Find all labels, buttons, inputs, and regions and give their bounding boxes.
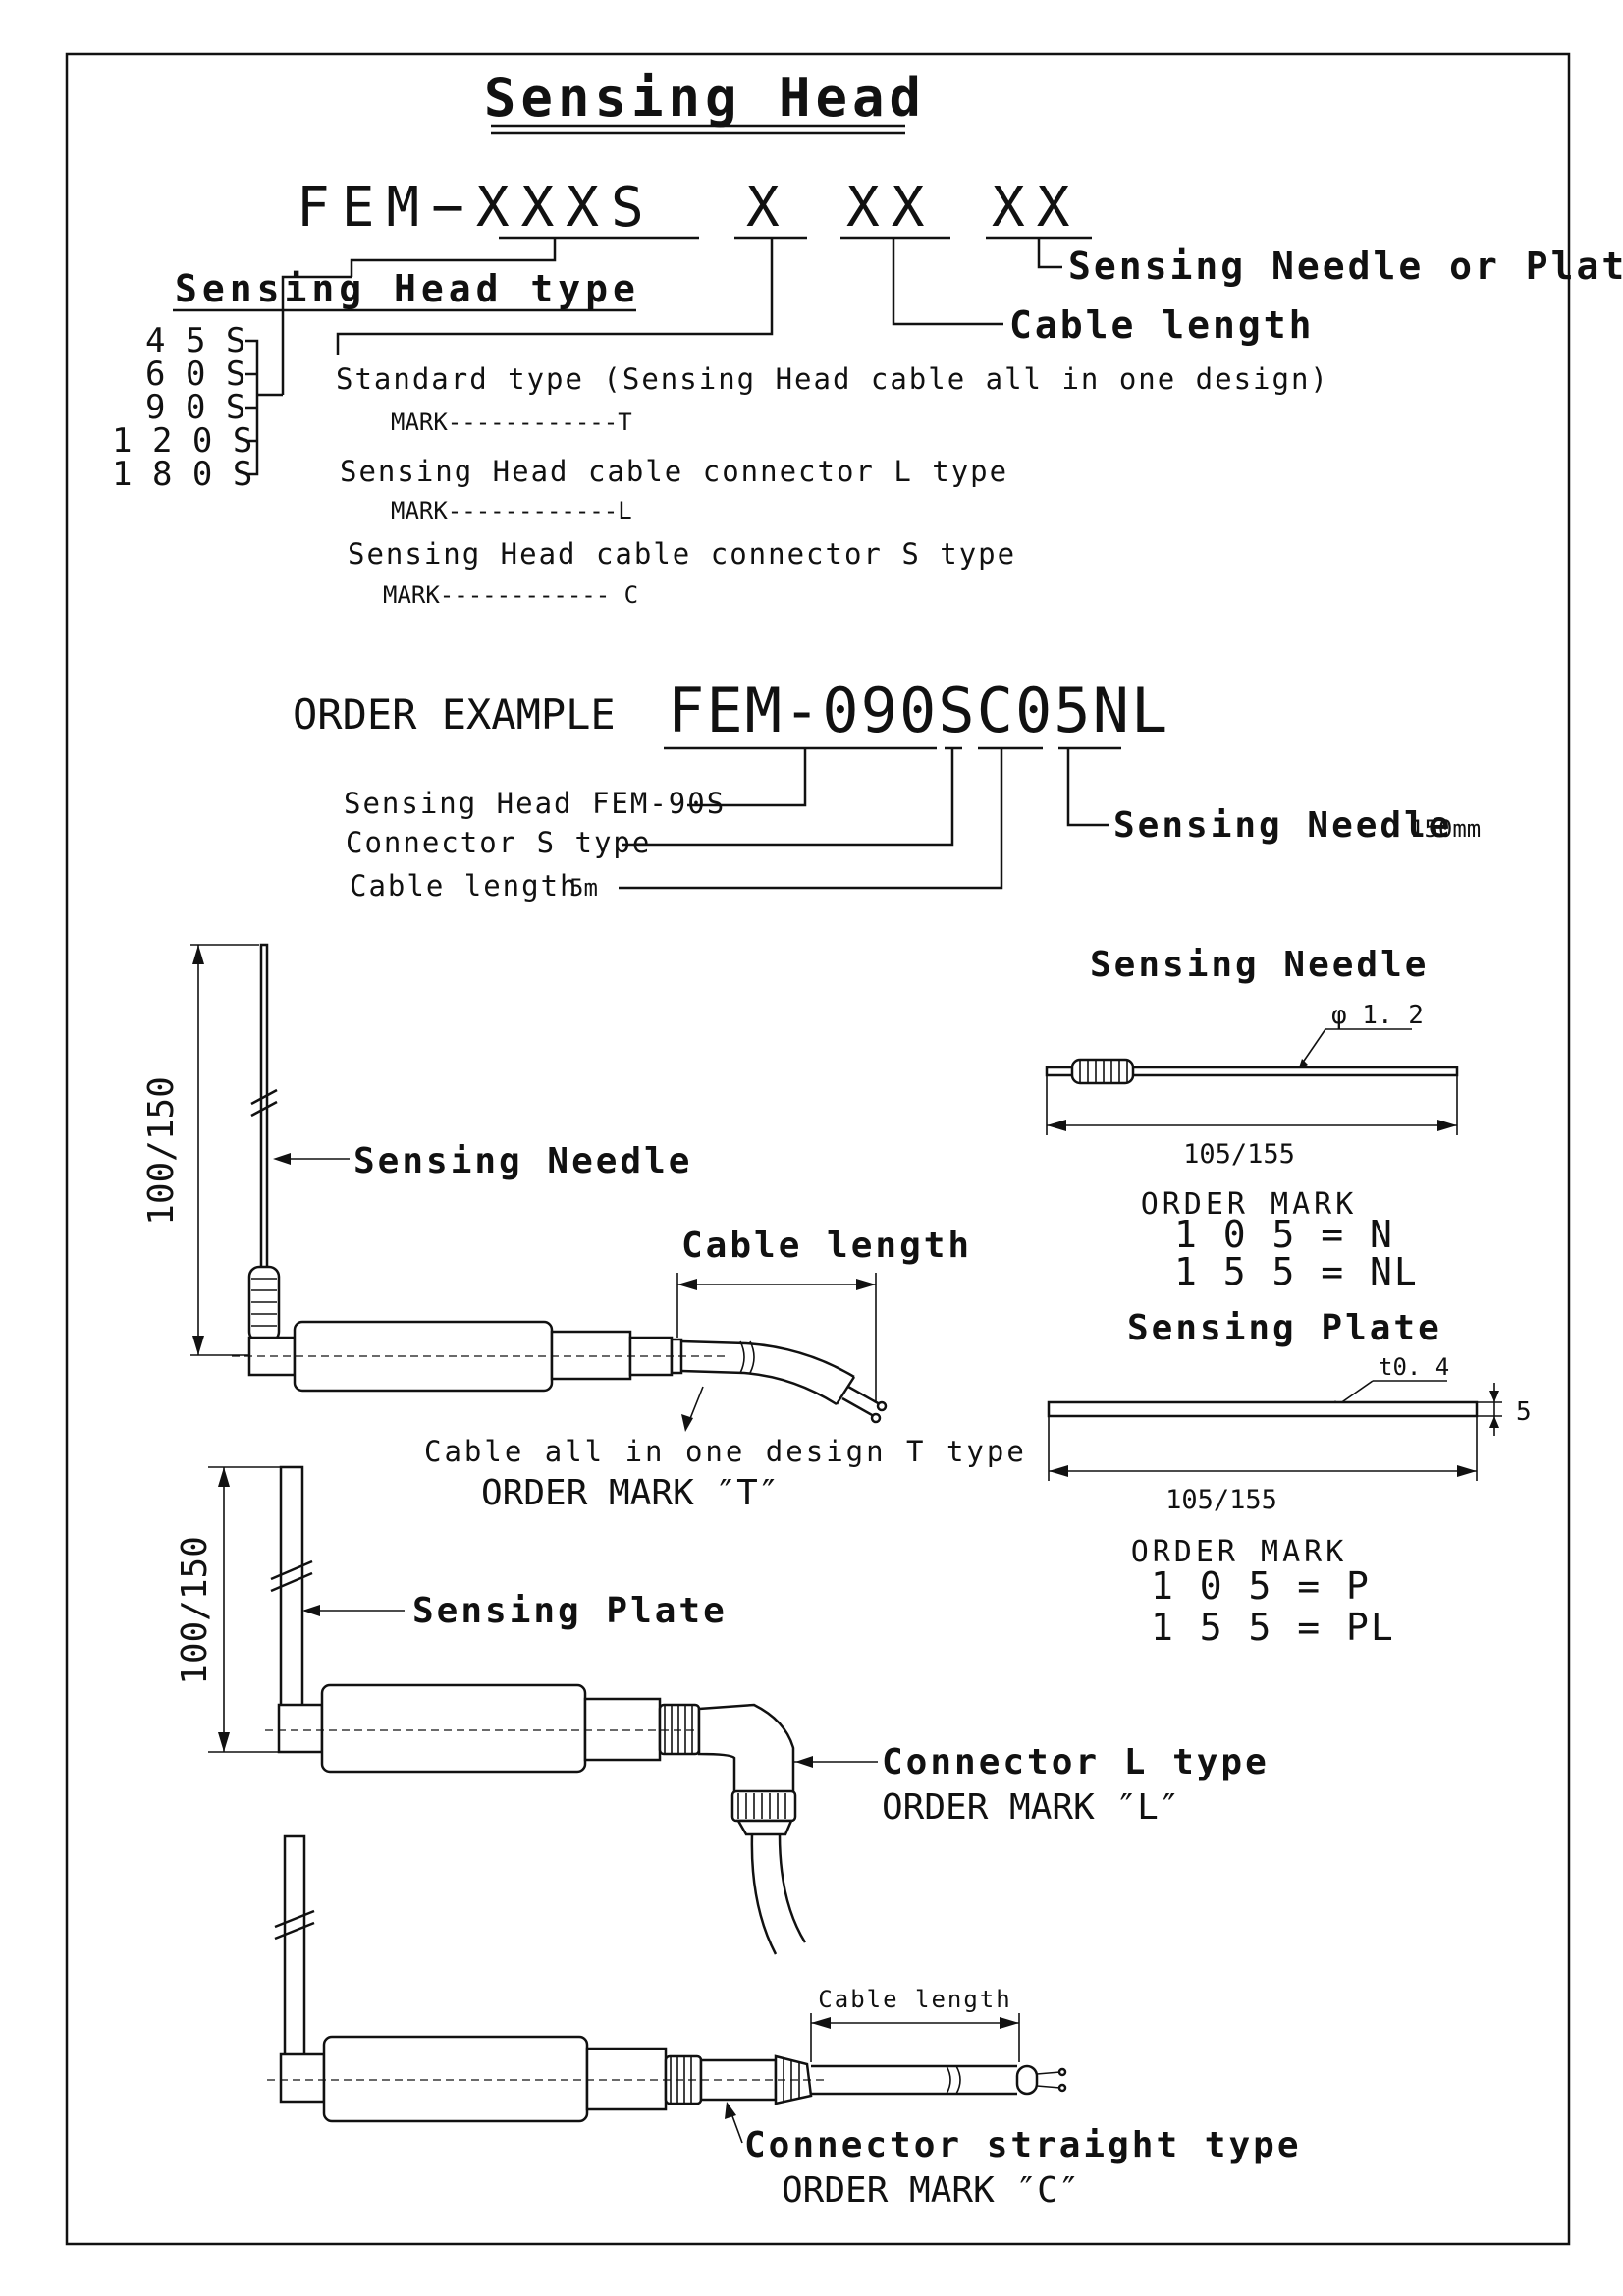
- drawing-l-mark: ORDER MARK ″L″: [882, 1787, 1179, 1828]
- type-l-desc: Sensing Head cable connector L type: [340, 455, 1008, 488]
- order-example-label: ORDER EXAMPLE: [293, 690, 616, 738]
- head-size-120: 1 2 0 S: [112, 421, 252, 461]
- plate-dim-arrow-right: [1457, 1465, 1477, 1477]
- plate-dim-arrow-left: [1049, 1465, 1068, 1477]
- bracket-to-heading: [281, 275, 352, 395]
- needle-coil: [1070, 1058, 1135, 1085]
- needle-diameter-label: φ 1. 2: [1331, 1001, 1424, 1030]
- plate-length-label: 105/155: [1165, 1485, 1277, 1515]
- plate-thickness-label: t0. 4: [1379, 1353, 1449, 1381]
- drawing-t-type: [190, 943, 888, 1432]
- leader-cable-length: [892, 238, 1003, 326]
- drawing-t-mark: ORDER MARK ″T″: [481, 1473, 779, 1513]
- type-standard-mark: MARK------------T: [391, 409, 632, 436]
- page-title: Sensing Head: [484, 67, 926, 129]
- plate-width-label: 5: [1516, 1397, 1532, 1427]
- page-border: [65, 52, 1571, 2246]
- model-code-connector: X: [746, 176, 791, 240]
- needle-dim-arrow-right: [1437, 1120, 1457, 1131]
- head-size-45: 4 5 S: [145, 321, 245, 360]
- order-example-code: FEM-090SC05NL: [668, 675, 1169, 746]
- order-needle-value: 150mm: [1410, 815, 1481, 843]
- model-code-base: FEM−XXXS: [297, 176, 656, 240]
- order-leader-connector: [622, 748, 954, 847]
- needle-diameter-leader: [1299, 1028, 1326, 1067]
- drawing-c-mark: ORDER MARK ″C″: [782, 2170, 1079, 2211]
- drawing-t-caption: Cable all in one design T type: [424, 1435, 1027, 1468]
- needle-order-105: 1 0 5 = N: [1174, 1213, 1394, 1256]
- order-line-cable-value: 5m: [569, 874, 598, 902]
- needle-panel-title: Sensing Needle: [1090, 945, 1429, 985]
- needle-order-155: 1 5 5 = NL: [1174, 1250, 1419, 1293]
- order-line-head: Sensing Head FEM-90S: [344, 787, 726, 820]
- type-s-mark: MARK------------ C: [383, 581, 638, 609]
- needle-length-label: 105/155: [1183, 1139, 1295, 1170]
- plate-width-arrow-bottom: [1489, 1416, 1499, 1428]
- drawing-c-label: Connector straight type: [744, 2125, 1302, 2165]
- drawing-t-needle-label: Sensing Needle: [353, 1141, 692, 1181]
- head-type-heading: Sensing Head type: [175, 267, 640, 310]
- leader-head-type: [350, 238, 557, 277]
- order-needle-label: Sensing Needle: [1113, 805, 1452, 846]
- plate-panel-title: Sensing Plate: [1127, 1308, 1442, 1348]
- drawing-l-type: [208, 1465, 878, 1955]
- plate-order-105: 1 0 5 = P: [1151, 1564, 1371, 1608]
- plate-bar: [1047, 1400, 1479, 1418]
- needle-coil-windings: [1079, 1061, 1128, 1082]
- order-leader-cable: [619, 748, 1003, 890]
- order-line-connector: Connector S type: [346, 826, 651, 859]
- drawing-c-type: [267, 1834, 1067, 2144]
- needle-rod: [1045, 1066, 1459, 1077]
- drawing-l-dim-label: 100/150: [175, 1536, 215, 1685]
- leader-connector-type: [336, 238, 774, 355]
- plate-order-title: ORDER MARK: [1131, 1535, 1348, 1569]
- head-size-180: 1 8 0 S: [112, 455, 252, 494]
- drawing-l-plate-label: Sensing Plate: [412, 1591, 728, 1631]
- type-standard-desc: Standard type (Sensing Head cable all in…: [336, 362, 1329, 396]
- label-needle-or-plate: Sensing Needle or Plate: [1068, 245, 1623, 288]
- plate-order-155: 1 5 5 = PL: [1151, 1606, 1395, 1649]
- label-cable-length: Cable length: [1009, 303, 1315, 347]
- drawing-l-label: Connector L type: [882, 1742, 1270, 1782]
- order-leader-needle: [1066, 748, 1109, 827]
- model-code-cable: XX: [846, 176, 936, 240]
- needle-order-title: ORDER MARK: [1141, 1187, 1358, 1222]
- drawing-t-dim-label: 100/150: [141, 1076, 182, 1226]
- type-s-desc: Sensing Head cable connector S type: [348, 537, 1016, 571]
- type-l-mark: MARK------------L: [391, 497, 632, 524]
- drawing-c-cable-length-label: Cable length: [818, 1986, 1011, 2013]
- order-leader-head: [687, 748, 807, 807]
- model-code-needle: XX: [992, 176, 1081, 240]
- plate-width-arrow-top: [1489, 1391, 1499, 1402]
- needle-dim-arrow-left: [1047, 1120, 1066, 1131]
- head-size-90: 9 0 S: [145, 388, 245, 427]
- drawing-t-cable-length-label: Cable length: [681, 1226, 972, 1266]
- head-size-60: 6 0 S: [145, 355, 245, 394]
- leader-needle-plate: [1037, 238, 1062, 269]
- order-line-cable: Cable length: [350, 869, 579, 902]
